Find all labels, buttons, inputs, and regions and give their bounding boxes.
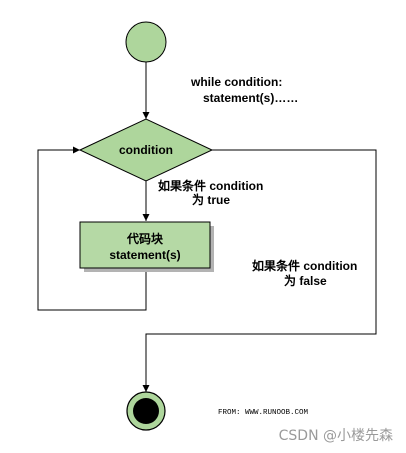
watermark: CSDN @小楼先森 (279, 428, 393, 444)
true-branch-label-line-1: 如果条件 condition (158, 178, 263, 193)
edge-loop-back (37, 146, 147, 311)
source-credit: FROM: WWW.RUNOOB.COM (218, 409, 309, 417)
condition-label: condition (119, 143, 173, 157)
start-node (125, 21, 167, 63)
edge-false-branch (142, 149, 377, 392)
code-block-label-line-2: statement(s) (109, 248, 180, 262)
false-branch-label-line-1: 如果条件 condition (252, 258, 357, 273)
code-block-node (79, 221, 211, 269)
annotation-line-1: while condition: (190, 75, 282, 89)
annotation-line-2: statement(s)…… (203, 91, 298, 105)
code-block-label-line-1: 代码块 (126, 231, 164, 246)
false-branch-label-line-2: 为 false (284, 273, 327, 288)
end-node-inner (133, 398, 159, 424)
true-branch-label-line-2: 为 true (192, 192, 230, 207)
